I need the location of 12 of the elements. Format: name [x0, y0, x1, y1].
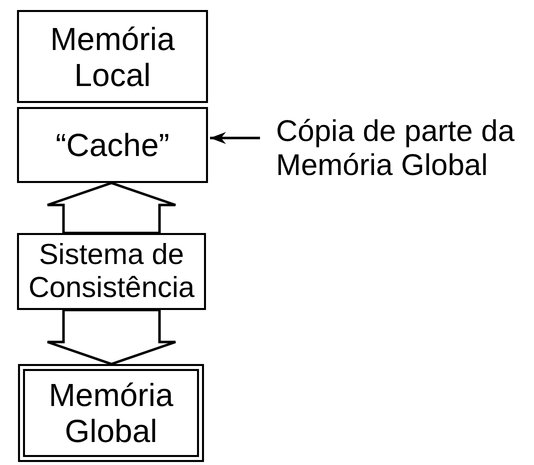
arrow: [210, 132, 260, 144]
block-arrow: [46, 182, 177, 234]
annotation-text: Cópia de parte da Memória Global: [260, 110, 534, 188]
box-label: Memória Local: [49, 20, 176, 92]
cache-box: [17, 107, 208, 183]
process-box: [17, 233, 206, 310]
box-label: Sistema de Consistência: [27, 238, 196, 304]
memory-box: [17, 10, 208, 103]
memory-box: [18, 364, 204, 462]
box-label: “Cache”: [56, 127, 170, 163]
block-arrow: [46, 308, 177, 366]
box-label: Memória Global: [48, 377, 174, 449]
